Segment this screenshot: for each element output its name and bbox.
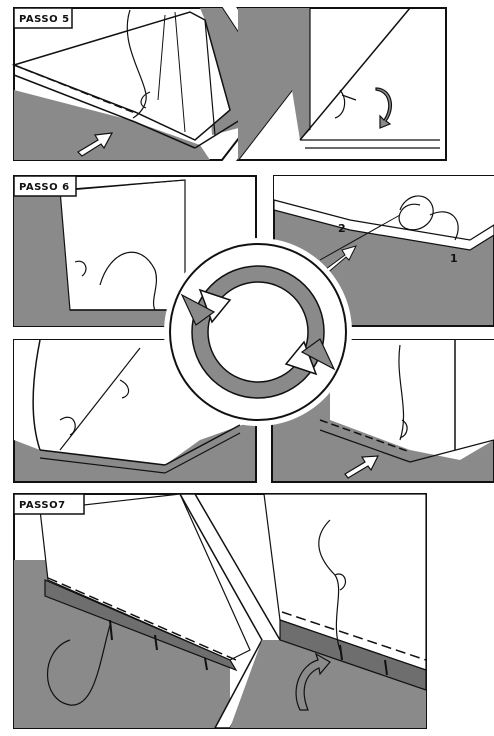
step6-number-2: 2 (338, 222, 346, 235)
step5-right-panel (238, 8, 446, 160)
step5-label: PASSO 5 (19, 14, 70, 25)
step7-label: PASSO7 (19, 500, 66, 511)
step6-number-1: 1 (450, 252, 458, 265)
step5-left-panel: PASSO 5 (14, 8, 276, 160)
cycle-arrow-icon (164, 238, 352, 426)
step7-row: PASSO7 (14, 494, 426, 728)
step5-row: PASSO 5 (14, 8, 446, 160)
step6-label: PASSO 6 (19, 182, 70, 193)
